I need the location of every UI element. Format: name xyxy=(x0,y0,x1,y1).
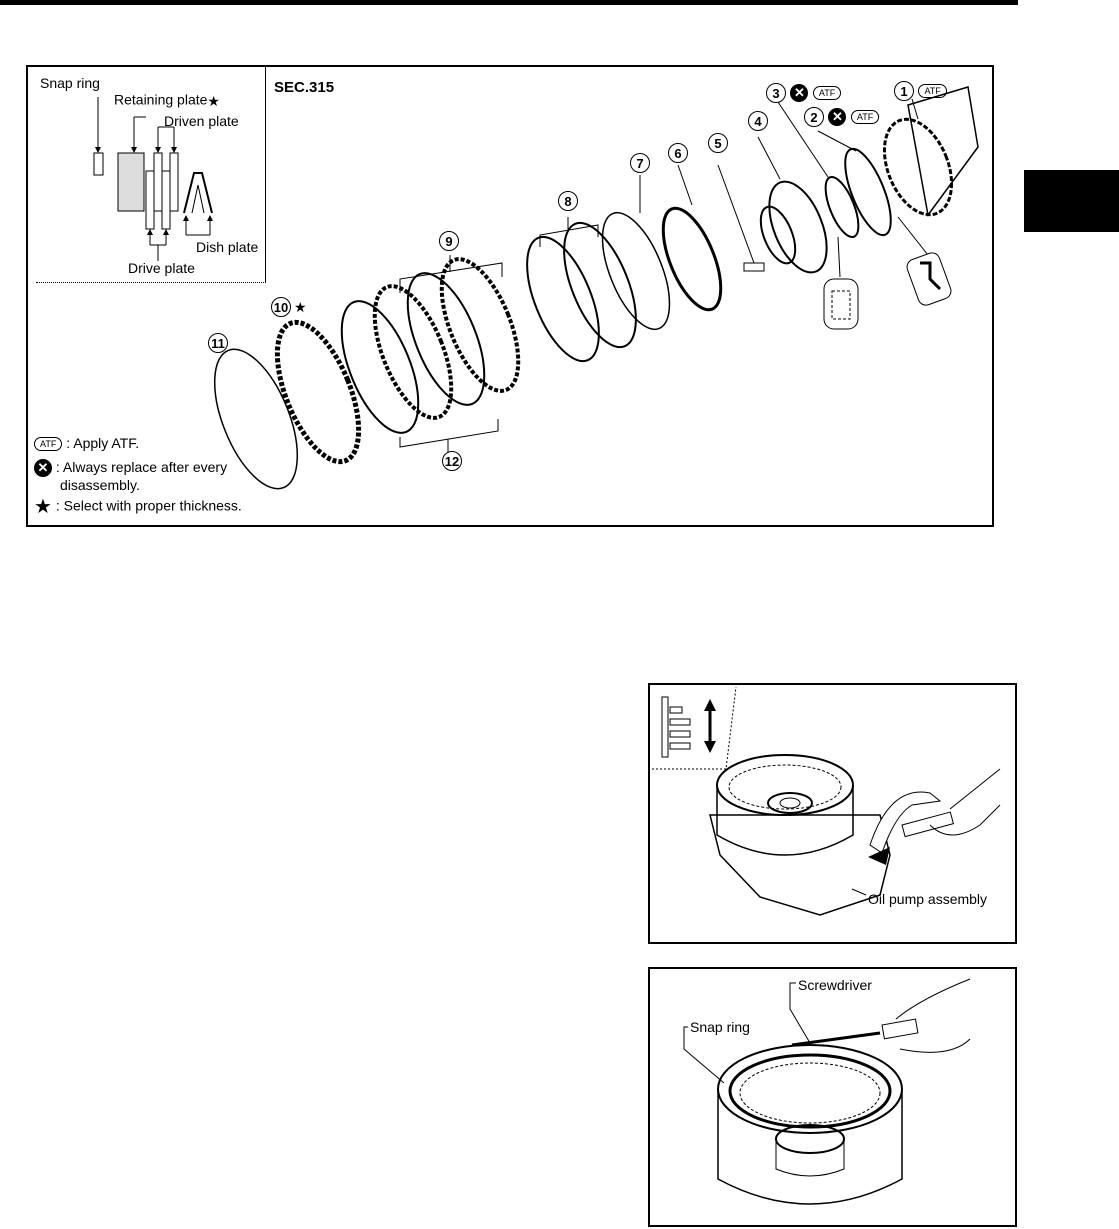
oil-pump-drawing xyxy=(652,686,1001,916)
callout-3: 3 xyxy=(766,83,786,103)
replace-icon: ✕ xyxy=(790,84,809,102)
atf-badge: ATF xyxy=(850,110,880,124)
inset-snap-ring-label: Snap ring xyxy=(40,75,100,91)
section-tab xyxy=(1024,170,1119,232)
legend-star-text: : Select with proper thickness. xyxy=(55,497,242,514)
callout-9: 9 xyxy=(439,231,459,251)
section-number: SEC.315 xyxy=(274,79,335,96)
oil-pump-label: Oil pump assembly xyxy=(868,891,988,907)
callout-4: 4 xyxy=(748,111,768,131)
callout-2-group: 2 ✕ ATF xyxy=(804,107,880,127)
inset-driven-plate-label: Driven plate xyxy=(164,113,239,129)
inset-dish-plate-label: Dish plate xyxy=(196,239,259,255)
legend-replace-text-2: disassembly. xyxy=(60,477,140,493)
callout-5: 5 xyxy=(708,133,728,153)
star-icon: ★ xyxy=(207,93,220,109)
legend-replace-text: : Always replace after every xyxy=(55,459,228,475)
inset-retaining-plate-label: Retaining plate★ xyxy=(114,91,220,109)
atf-badge: ATF xyxy=(918,84,947,98)
inset-drawing xyxy=(93,97,213,261)
replace-icon: ✕ xyxy=(34,459,52,478)
callout-12: 12 xyxy=(442,451,462,471)
callout-2: 2 xyxy=(804,107,824,127)
star-icon: ★ xyxy=(34,496,52,518)
callout-1-group: 1 ATF xyxy=(894,81,947,101)
atf-badge: ATF xyxy=(812,86,842,100)
screwdriver-label: Screwdriver xyxy=(798,977,872,993)
exploded-parts-drawing xyxy=(213,86,979,490)
callout-7: 7 xyxy=(630,153,650,173)
legend-atf: ATF : Apply ATF. xyxy=(34,435,140,452)
legend-replace: ✕ : Always replace after every xyxy=(34,459,228,478)
callout-3-group: 3 ✕ ATF xyxy=(766,83,842,103)
header-rule xyxy=(0,0,1018,5)
plate-arrangement-inset: Snap ring Retaining plate★ Driven plate … xyxy=(36,67,266,283)
replace-icon: ✕ xyxy=(828,108,847,126)
callout-10: 10 xyxy=(271,297,291,317)
snap-ring-drawing xyxy=(683,978,971,1205)
callout-8: 8 xyxy=(558,191,578,211)
exploded-view-figure: Snap ring Retaining plate★ Driven plate … xyxy=(26,65,994,527)
legend-atf-text: : Apply ATF. xyxy=(66,435,140,451)
star-icon: ★ xyxy=(294,299,307,315)
snap-ring-removal-illustration: Screwdriver Snap ring xyxy=(648,967,1017,1227)
atf-badge: ATF xyxy=(34,437,63,452)
inset-drive-plate-label: Drive plate xyxy=(128,260,195,276)
oil-pump-illustration: Oil pump assembly xyxy=(648,683,1017,944)
snap-ring-label: Snap ring xyxy=(690,1019,750,1035)
callout-1: 1 xyxy=(894,81,914,101)
callout-6: 6 xyxy=(668,143,688,163)
callout-11: 11 xyxy=(208,333,228,353)
legend-star: ★ : Select with proper thickness. xyxy=(34,497,242,517)
